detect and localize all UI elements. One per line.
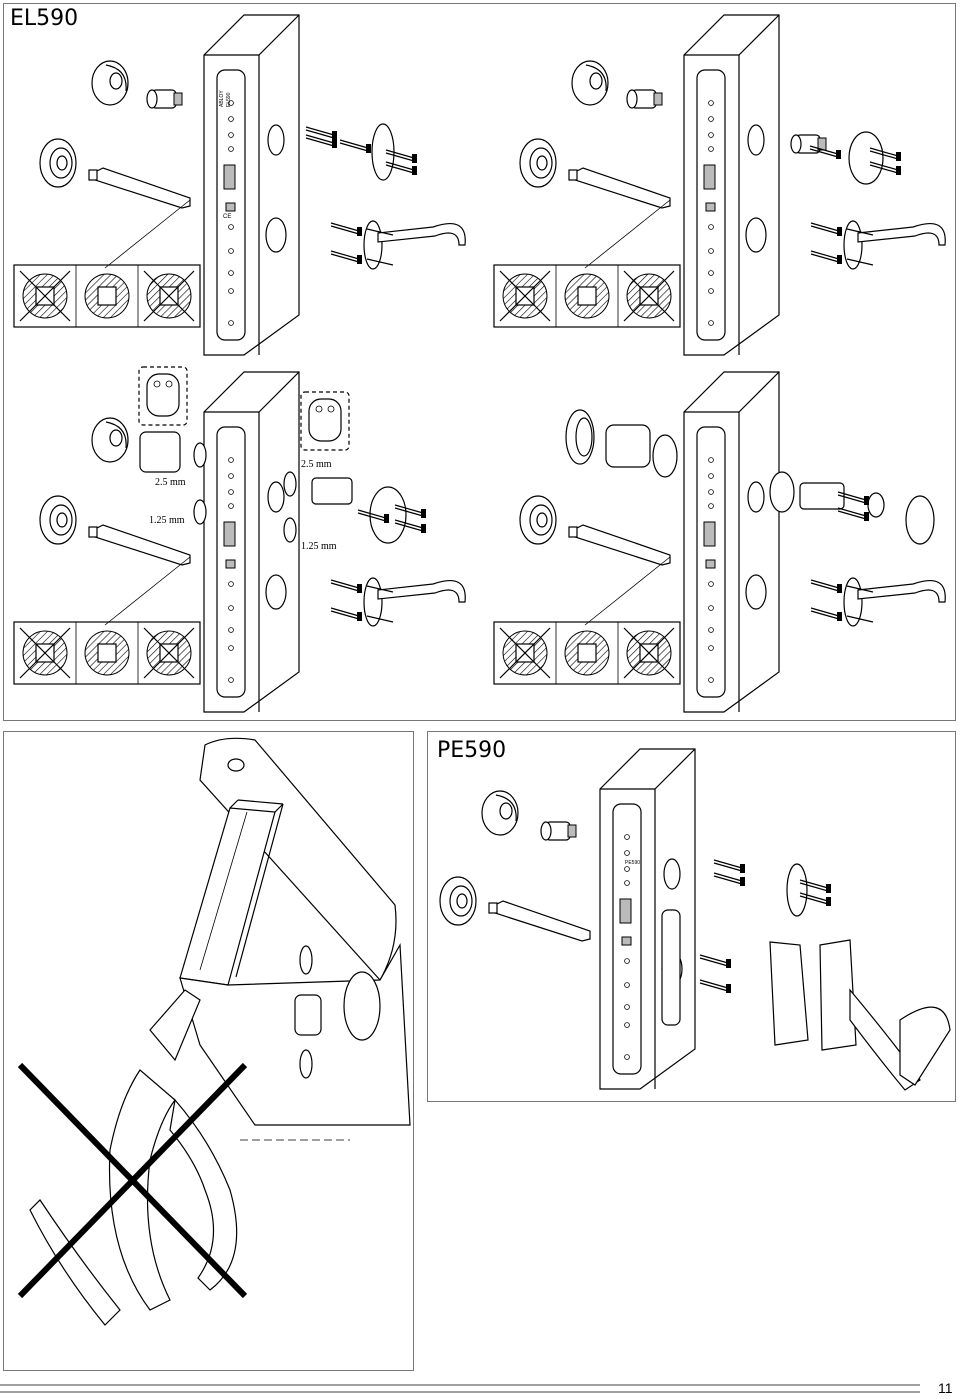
el590-frame: [3, 3, 956, 721]
measurement-label: 1.25 mm: [301, 541, 337, 552]
el590-title: EL590: [10, 6, 79, 31]
panel-middle-left: [14, 366, 465, 712]
panel-top-right: [494, 15, 945, 355]
pe590-illustration: [439, 748, 951, 1091]
prohibited-cross-icon: [17, 1062, 248, 1299]
cable-illustration: [179, 737, 411, 1141]
measurement-label: 1.25 mm: [149, 515, 185, 526]
measurement-label: 2.5 mm: [301, 459, 332, 470]
faceplate-brand: ABLOY: [219, 90, 225, 107]
page-number: 11: [938, 1380, 953, 1396]
faceplate-model: EL590: [226, 92, 232, 107]
panel-middle-right: [494, 372, 945, 712]
faceplate-model: PE590: [625, 860, 641, 866]
pe590-title: PE590: [437, 738, 507, 763]
rose-icon: [371, 123, 395, 181]
measurement-label: 2.5 mm: [155, 477, 186, 488]
faceplate-ce: CE: [223, 214, 232, 220]
panel-top-left: [14, 15, 465, 355]
